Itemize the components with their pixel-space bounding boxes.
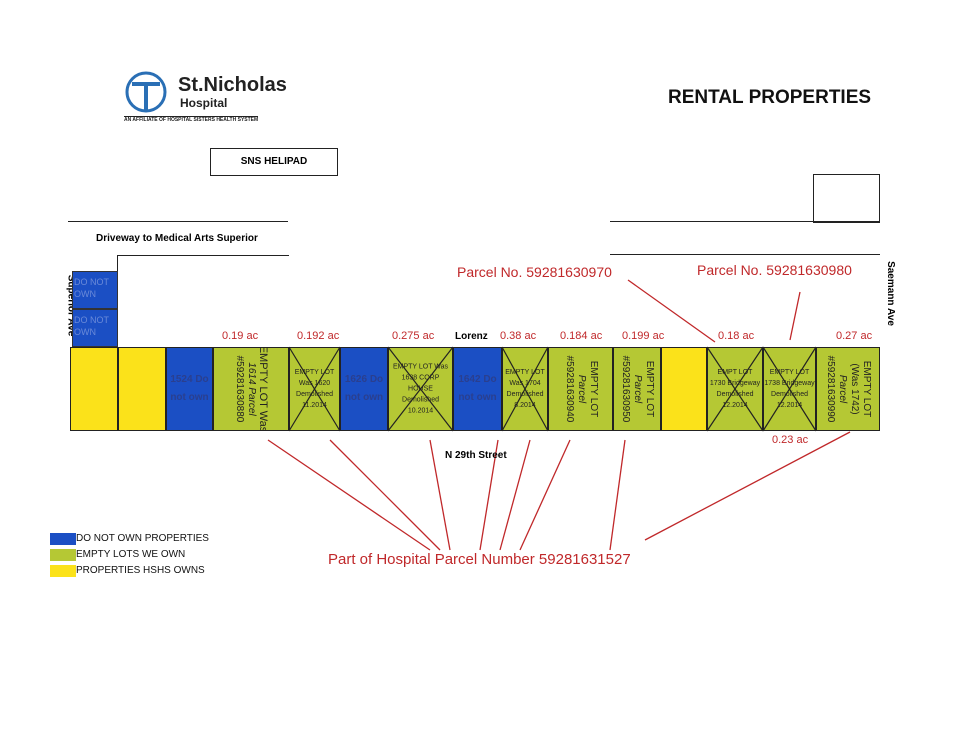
hospital-parcel-annotation: Part of Hospital Parcel Number 592816315… [328,551,631,568]
acreage-label: 0.19 ac [222,330,259,342]
affiliate-text: AN AFFILIATE OF HOSPITAL SISTERS HEALTH … [124,116,259,123]
lot-hshs-owned [70,347,118,431]
legend-swatch-blue [50,533,76,545]
acreage-label: 0.18 ac [718,330,755,342]
legend-label: PROPERTIES HSHS OWNS [76,565,205,576]
divider [610,221,880,222]
hospital-logo-icon [125,71,167,113]
building-box [813,174,880,223]
acreage-label: 0.27 ac [836,330,873,342]
page-title: RENTAL PROPERTIES [668,87,872,108]
acreage-label: 0.38 ac [500,330,537,342]
lot-1524: 1524 Do not own [166,347,213,431]
lorenz-label: Lorenz [455,331,488,342]
lot-do-not-own-bottom: DO NOT OWN [72,309,118,347]
logo-sub: Hospital [180,96,228,110]
helipad-box: SNS HELIPAD [210,148,338,176]
acreage-label: 0.184 ac [560,330,603,342]
acreage-label: 0.23 ac [772,434,809,446]
lot-do-not-own-top: DO NOT OWN [72,271,118,309]
acreage-label: 0.192 ac [297,330,340,342]
lot-1642: 1642 Do not own [453,347,502,431]
parcel-annotation: Parcel No. 59281630970 [457,264,612,280]
lot-1626: 1626 Do not own [340,347,388,431]
annotation-arrows [267,279,851,551]
legend-swatch-yellow [50,565,76,577]
legend-label: DO NOT OWN PROPERTIES [76,533,209,544]
lot-hshs-owned [118,347,166,431]
divider [610,254,880,255]
lot-hshs-owned [661,347,707,431]
legend-label: EMPTY LOTS WE OWN [76,549,186,560]
lot-parcel-990: EMPTY LOT(Was 1742)Parcel#59281630990 [816,347,880,431]
street-label: N 29th Street [445,450,507,461]
acreage-label: 0.199 ac [622,330,665,342]
logo-name: St.Nicholas [178,74,287,96]
driveway-label: Driveway to Medical Arts Superior [96,233,258,244]
legend-swatch-green [50,549,76,561]
divider [68,221,288,222]
parcel-annotation: Parcel No. 59281630980 [697,262,852,278]
acreage-label: 0.275 ac [392,330,435,342]
